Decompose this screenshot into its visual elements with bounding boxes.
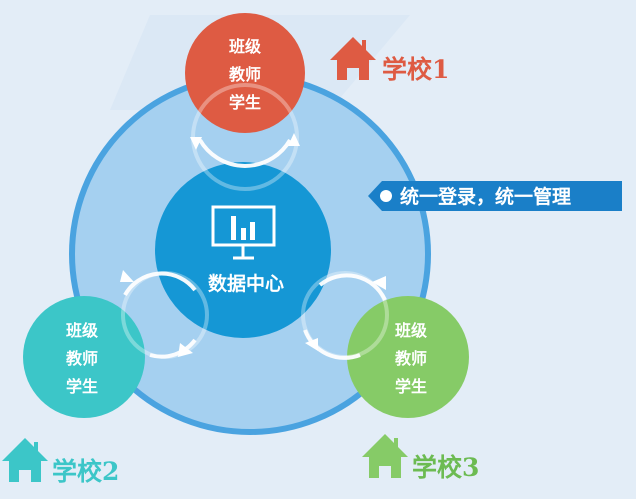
school1-line-2: 教师 (229, 65, 261, 84)
bullet-icon (380, 190, 392, 202)
school1-line-1: 班级 (229, 37, 262, 56)
bar-chart-icon (231, 216, 255, 240)
school1-line-3: 学生 (229, 93, 261, 112)
house-icon (2, 438, 48, 482)
house-icon (362, 434, 408, 478)
data-center-label: 数据中心 (208, 272, 284, 295)
sync-arrows-1 (198, 138, 292, 168)
school1-label: 学校1 (382, 55, 449, 84)
school3-label: 学校3 (412, 453, 479, 482)
school2-line-1: 班级 (66, 321, 99, 340)
banner-text: 统一登录，统一管理 (400, 185, 571, 208)
sync-arrows-3 (303, 273, 387, 360)
school1-circle (185, 13, 305, 133)
school2-line-3: 学生 (66, 377, 98, 396)
school3-circle (347, 296, 469, 418)
school3-line-1: 班级 (395, 321, 428, 340)
sync-arrows-2 (123, 271, 197, 359)
school2-circle (23, 296, 145, 418)
presentation-chart-icon (211, 205, 276, 260)
school3-line-2: 教师 (395, 349, 427, 368)
school3-line-3: 学生 (395, 377, 427, 396)
house-icon (330, 37, 376, 80)
school2-label: 学校2 (52, 457, 119, 486)
unified-login-banner: 统一登录，统一管理 (368, 181, 622, 211)
school2-line-2: 教师 (66, 349, 98, 368)
